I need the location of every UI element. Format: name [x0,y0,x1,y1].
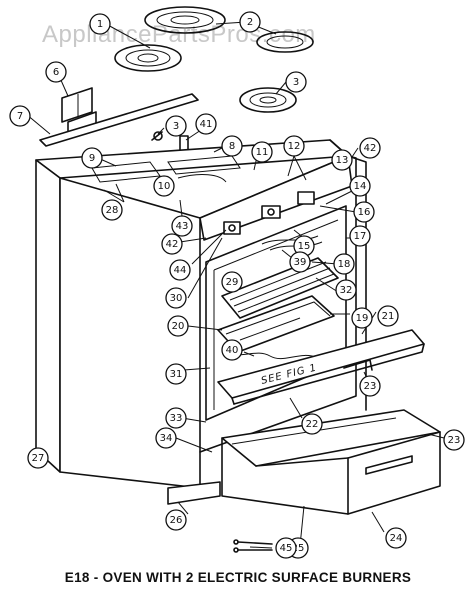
part-callout-label: 2 [247,17,253,28]
part-callout: 24 [385,527,407,549]
part-callout-label: 13 [336,155,349,166]
part-callout-label: 45 [280,543,293,554]
part-callout: 26 [165,509,187,531]
part-callout: 7 [9,105,31,127]
part-callout-label: 19 [356,313,369,324]
part-callout: 18 [333,253,355,275]
part-callout-label: 10 [158,181,171,192]
part-callout: 27 [27,447,49,469]
part-callout: 16 [353,201,375,223]
part-callout-label: 33 [170,413,183,424]
rear-trim-strip [39,93,199,147]
part-callout-label: 27 [32,453,45,464]
part-callout-label: 8 [229,141,235,152]
part-callout: 10 [153,175,175,197]
part-callout: 42 [359,137,381,159]
surface-burner-element [114,6,314,113]
part-callout-label: 24 [390,533,403,544]
part-callout: 30 [165,287,187,309]
part-callout: 11 [251,141,273,163]
part-callout: 31 [165,363,187,385]
part-callout-label: 23 [364,381,377,392]
part-callout: 22 [301,413,323,435]
watermark: AppliancePartsPros.com [42,21,316,48]
part-callout: 12 [283,135,305,157]
part-callout: 14 [349,175,371,197]
part-callout-label: 42 [364,143,377,154]
part-callout: 6 [45,61,67,83]
part-callout-label: 32 [340,285,353,296]
part-callout: 3 [285,71,307,93]
part-callout: 20 [167,315,189,337]
drawer-screws [233,539,273,553]
part-callout-label: 9 [89,153,95,164]
part-callout: 2 [239,11,261,33]
part-callout: 9 [81,147,103,169]
diagram-caption: E18 - OVEN WITH 2 ELECTRIC SURFACE BURNE… [64,570,412,585]
part-callout-label: 25 [292,543,305,554]
part-callout-label: 12 [288,141,301,152]
part-callout: 23 [443,429,465,451]
part-callout-label: 26 [170,515,183,526]
part-callout: 13 [331,149,353,171]
part-callout: 34 [155,427,177,449]
part-callout-label: 23 [448,435,461,446]
oven-door: SEE FIG 1 [217,329,425,405]
part-callout-label: 16 [358,207,371,218]
part-callout: 44 [169,259,191,281]
part-callout: 39 [289,251,311,273]
part-callout-label: 17 [354,231,367,242]
part-callout-label: 28 [106,205,119,216]
part-callout: 21 [377,305,399,327]
part-callout-label: 3 [293,77,299,88]
part-callout: 19 [351,307,373,329]
part-callout-label: 7 [17,111,23,122]
part-callout-label: 14 [354,181,367,192]
part-callout-label: 1 [97,19,103,30]
part-callout-label: 29 [226,277,239,288]
part-callout-label: 43 [176,221,189,232]
part-callout-label: 15 [298,241,311,252]
part-callout: 17 [349,225,371,247]
part-callout: 28 [101,199,123,221]
part-callout: 42 [161,233,183,255]
part-callout-label: 39 [294,257,307,268]
part-callout: 40 [221,339,243,361]
part-callout-label: 11 [256,147,269,158]
part-callout: 45 [275,537,297,559]
part-callout: 41 [195,113,217,135]
part-callout-label: 42 [166,239,179,250]
part-callout-label: 3 [173,121,179,132]
part-callout-label: 44 [174,265,187,276]
part-callout: 23 [359,375,381,397]
part-callout-label: 22 [306,419,319,430]
part-callout: 3 [165,115,187,137]
part-callout: 1 [89,13,111,35]
part-callout-label: 41 [200,119,213,130]
part-callout-label: 6 [53,67,59,78]
part-callout-label: 30 [170,293,183,304]
part-callout: 29 [221,271,243,293]
part-callout: 33 [165,407,187,429]
part-callout: 43 [171,215,193,237]
part-callout-label: 34 [160,433,173,444]
part-callout-label: 31 [170,369,183,380]
part-callout-label: 40 [226,345,239,356]
range-cabinet [35,139,367,505]
part-callout-label: 21 [382,311,395,322]
part-callout: 32 [335,279,357,301]
storage-drawer [221,409,441,515]
part-callout: 8 [221,135,243,157]
part-callout-label: 18 [338,259,351,270]
part-callout-label: 20 [172,321,185,332]
